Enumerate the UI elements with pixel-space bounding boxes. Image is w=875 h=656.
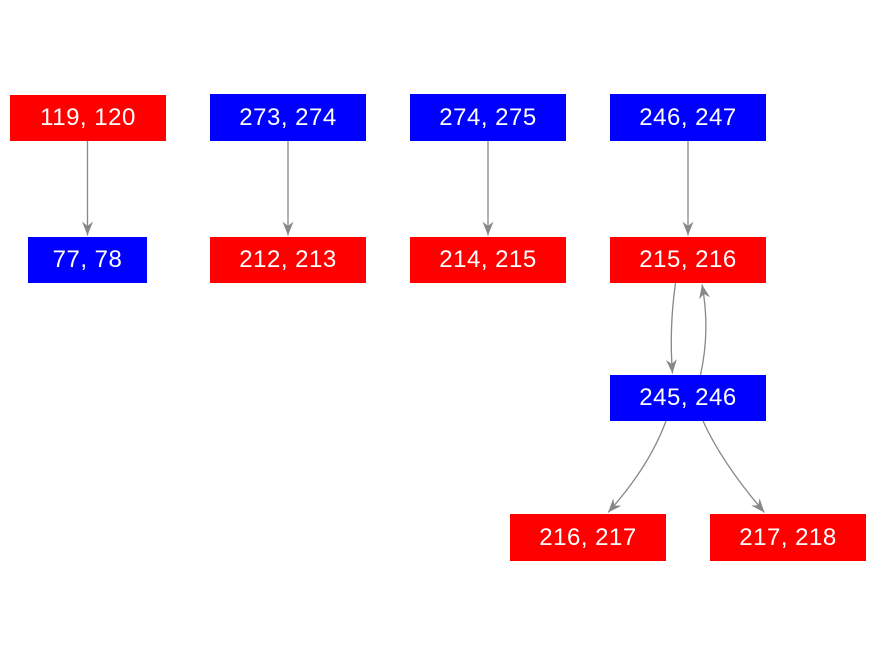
graph-node-77-78: 77, 78 (28, 237, 147, 283)
graph-node-217-218: 217, 218 (710, 514, 866, 561)
graph-node-label: 273, 274 (239, 103, 337, 131)
graph-node-215-216: 215, 216 (610, 237, 766, 283)
graph-node-246-247: 246, 247 (610, 94, 766, 141)
graph-node-212-213: 212, 213 (210, 237, 366, 283)
graph-node-label: 212, 213 (239, 246, 337, 273)
graph-node-216-217: 216, 217 (510, 514, 666, 561)
graph-node-label: 245, 246 (639, 384, 737, 411)
edge-245-246-to-217-218 (702, 420, 765, 513)
graph-node-label: 246, 247 (639, 103, 737, 131)
edge-245-246-to-215-216 (699, 284, 710, 376)
edge-215-216-to-245-246 (665, 282, 677, 374)
graph-node-label: 215, 216 (639, 246, 737, 273)
graph-node-label: 214, 215 (439, 246, 537, 273)
graph-node-214-215: 214, 215 (410, 237, 566, 283)
graph-node-label: 274, 275 (439, 103, 537, 131)
graph-node-274-275: 274, 275 (410, 94, 566, 141)
graph-node-273-274: 273, 274 (210, 94, 366, 141)
graph-node-label: 77, 78 (52, 246, 123, 273)
graph-node-label: 216, 217 (539, 523, 637, 551)
graph-node-label: 119, 120 (40, 104, 136, 131)
graph-node-245-246: 245, 246 (610, 375, 766, 421)
edge-245-246-to-216-217 (607, 420, 667, 513)
graph-node-119-120: 119, 120 (10, 95, 166, 141)
graph-node-label: 217, 218 (739, 523, 837, 551)
